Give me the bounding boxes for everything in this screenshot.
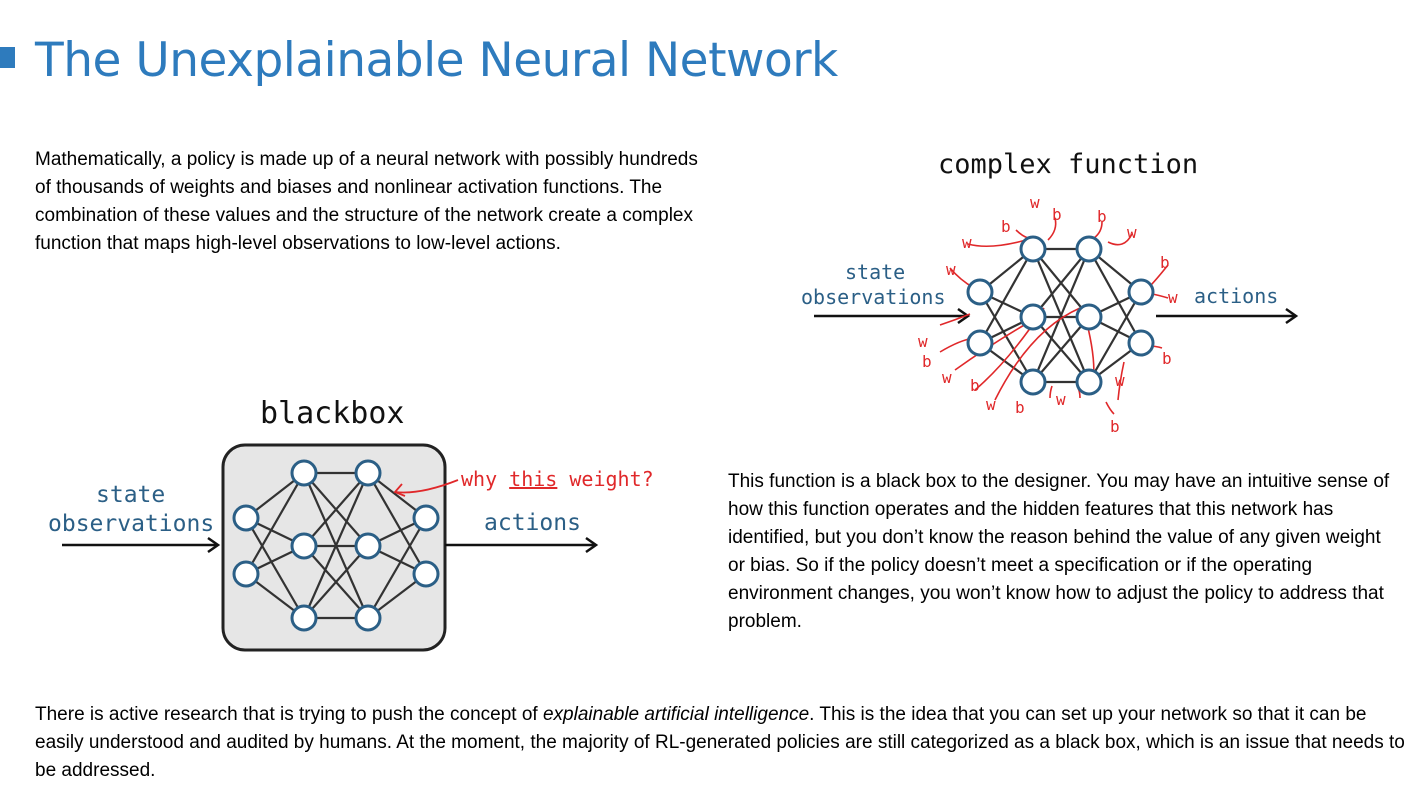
- hidden-node: [354, 532, 382, 560]
- annotation-suffix: weight?: [557, 467, 653, 491]
- output-node: [412, 504, 440, 532]
- input-node: [232, 504, 260, 532]
- weight-symbol: w: [986, 395, 996, 414]
- hidden-node: [354, 459, 382, 487]
- complex-output-arrowhead: [1285, 307, 1299, 325]
- complex-bias-labels: b b b b b b b b b: [922, 205, 1172, 436]
- bias-symbol: b: [1015, 398, 1025, 417]
- complex-input-label-state: state: [845, 260, 905, 284]
- complex-input-arrowhead: [957, 307, 971, 325]
- hidden-node: [1075, 235, 1103, 263]
- blackbox-diagram: blackbox state observations actions why …: [48, 396, 654, 652]
- weight-symbol: w: [1168, 288, 1178, 307]
- research-paragraph: There is active research that is trying …: [35, 701, 1405, 785]
- hidden-node: [290, 604, 318, 632]
- intro-paragraph: Mathematically, a policy is made up of a…: [35, 149, 698, 254]
- blackbox-nodes: [232, 459, 440, 632]
- weight-symbol: w: [942, 368, 952, 387]
- blackbox-label: blackbox: [260, 396, 405, 431]
- hidden-node: [1019, 303, 1047, 331]
- hidden-node: [290, 532, 318, 560]
- blackbox-output-arrowhead: [585, 536, 599, 554]
- weight-symbol: w: [1127, 223, 1137, 242]
- bias-symbol: b: [922, 352, 932, 371]
- complex-weight-labels: w w w w w w w w w w: [918, 193, 1178, 414]
- weight-symbol: w: [946, 260, 956, 279]
- weight-symbol: w: [918, 332, 928, 351]
- hidden-node: [1019, 368, 1047, 396]
- annotation-arrow: [394, 479, 459, 494]
- bias-symbol: b: [1162, 349, 1172, 368]
- research-emphasis: explainable artificial intelligence: [542, 704, 810, 725]
- bias-symbol: b: [1001, 217, 1011, 236]
- blackbox-paragraph: This function is a black box to the desi…: [728, 471, 1390, 632]
- hidden-node: [290, 459, 318, 487]
- research-text-before: There is active research that is trying …: [35, 704, 543, 725]
- input-node: [232, 560, 260, 588]
- blackbox-input-label-state: state: [96, 482, 165, 508]
- blackbox-input-label-observations: observations: [48, 511, 214, 537]
- annotation-arrowhead: [393, 483, 406, 497]
- weight-symbol: w: [1056, 390, 1066, 409]
- annotation-text: why this weight?: [461, 467, 654, 491]
- complex-input-label-observations: observations: [801, 285, 946, 309]
- weight-symbol: w: [962, 233, 972, 252]
- hidden-node: [354, 604, 382, 632]
- input-node: [966, 278, 994, 306]
- annotation-emphasis: this: [509, 467, 557, 491]
- complex-function-label: complex function: [938, 149, 1198, 180]
- bias-symbol: b: [970, 376, 980, 395]
- bias-symbol: b: [1052, 205, 1062, 224]
- annotation-prefix: why: [461, 467, 509, 491]
- blackbox-output-label-actions: actions: [484, 510, 581, 536]
- research-text-after: . This is the idea that you can set up y…: [35, 704, 1405, 781]
- bias-symbol: b: [1097, 207, 1107, 226]
- hidden-node: [1019, 235, 1047, 263]
- output-node: [1127, 329, 1155, 357]
- page-title: The Unexplainable Neural Network: [35, 33, 838, 88]
- blackbox-input-arrowhead: [207, 536, 221, 554]
- complex-nodes: [966, 235, 1155, 396]
- bias-symbol: b: [1110, 417, 1120, 436]
- complex-function-diagram: complex function state observations acti…: [801, 149, 1299, 436]
- input-node: [966, 329, 994, 357]
- weight-symbol: w: [1115, 371, 1125, 390]
- complex-output-label-actions: actions: [1194, 284, 1278, 308]
- output-node: [412, 560, 440, 588]
- hidden-node: [1075, 303, 1103, 331]
- weight-symbol: w: [1030, 193, 1040, 212]
- output-node: [1127, 278, 1155, 306]
- title-bullet: [0, 47, 15, 68]
- hidden-node: [1075, 368, 1103, 396]
- bias-symbol: b: [1160, 253, 1170, 272]
